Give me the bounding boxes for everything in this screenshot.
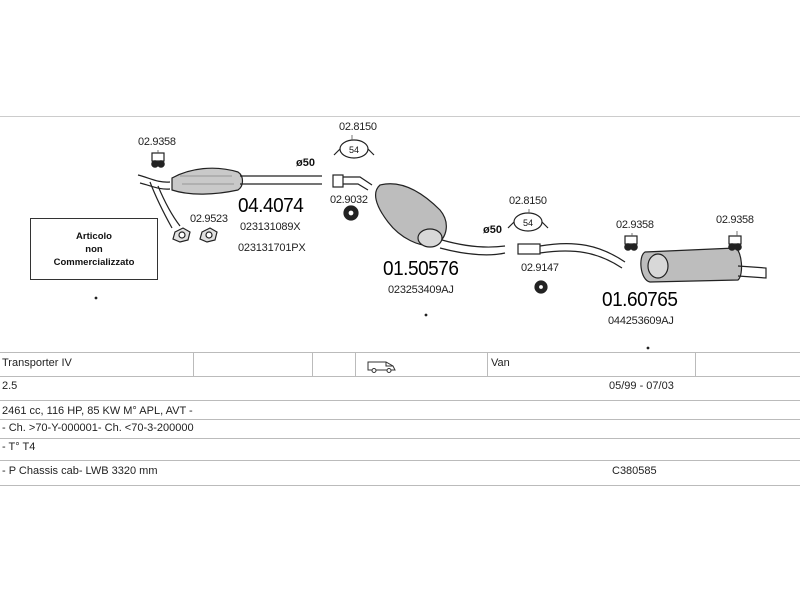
engine-spec: 2461 cc, 116 HP, 85 KW M° APL, AVT -	[2, 405, 193, 417]
table-border	[0, 460, 800, 461]
hanger-front-icon	[151, 152, 165, 168]
notice-line-2: non	[85, 243, 103, 255]
clamp-center-code[interactable]: 02.8150	[339, 121, 377, 133]
vehicle-variant: - P Chassis cab- LWB 3320 mm	[2, 465, 158, 477]
table-border	[0, 352, 800, 353]
ring-rear-icon	[534, 280, 548, 294]
catalyst-code[interactable]: 04.4074	[238, 195, 304, 217]
clamp-center-size: 54	[349, 145, 359, 155]
rear-silencer-code[interactable]: 01.60765	[602, 289, 678, 311]
catalyst-body	[171, 167, 244, 195]
gasket-front-code[interactable]: 02.9523	[190, 213, 228, 225]
middle-inlet-flange	[332, 174, 344, 188]
catalyst-oem-1: 023131089X	[240, 221, 301, 233]
rear-silencer-oem: 044253609AJ	[608, 315, 674, 327]
hanger-rear-1-code[interactable]: 02.9358	[616, 219, 654, 231]
vehicle-type: - T° T4	[2, 441, 36, 453]
hanger-rear-1-icon	[624, 235, 638, 251]
front-downpipe	[137, 174, 171, 183]
exhaust-diagram: 54 54	[94, 135, 767, 350]
ring-center-code[interactable]: 02.9032	[330, 194, 368, 206]
gasket-front-icon-2	[199, 227, 218, 243]
table-divider	[355, 352, 356, 376]
notice-line-3: Commercializzato	[53, 256, 135, 268]
vehicle-body-type: Van	[491, 357, 510, 369]
clamp-center-icon	[333, 139, 375, 159]
clamp-rear-icon	[507, 212, 549, 232]
catalyst-oem-2: 023131701PX	[238, 242, 306, 254]
reference-code: C380585	[612, 465, 657, 477]
table-divider	[193, 352, 194, 376]
rear-inlet-flange	[517, 243, 541, 255]
hanger-front-code[interactable]: 02.9358	[138, 136, 176, 148]
hanger-rear-2-code[interactable]: 02.9358	[716, 214, 754, 226]
not-sold-notice: Articolo non Commercializzato	[30, 218, 158, 280]
diameter-rear: ø50	[483, 224, 502, 236]
diameter-front: ø50	[296, 157, 315, 169]
pipe-front-right	[240, 175, 322, 185]
gasket-front-icon	[172, 227, 191, 243]
table-border	[0, 419, 800, 420]
engine-size: 2.5	[2, 380, 18, 392]
production-period: 05/99 - 07/03	[609, 380, 674, 392]
middle-silencer-oem: 023253409AJ	[388, 284, 454, 296]
table-border	[0, 376, 800, 377]
notice-line-1: Articolo	[76, 230, 112, 242]
vehicle-model: Transporter IV	[2, 357, 72, 369]
table-border	[0, 400, 800, 401]
hanger-rear-2-icon	[728, 235, 742, 251]
table-divider	[312, 352, 313, 376]
table-border	[0, 485, 800, 486]
van-icon	[366, 359, 398, 376]
diagram-frame-top	[0, 116, 800, 117]
middle-silencer-code[interactable]: 01.50576	[383, 258, 459, 280]
table-border	[0, 438, 800, 439]
clamp-rear-size: 54	[523, 218, 533, 228]
clamp-rear-code[interactable]: 02.8150	[509, 195, 547, 207]
ring-rear-code[interactable]: 02.9147	[521, 262, 559, 274]
ring-center-icon	[343, 205, 359, 221]
table-divider	[487, 352, 488, 376]
table-divider	[695, 352, 696, 376]
chassis-range: - Ch. >70-Y-000001- Ch. <70-3-200000	[2, 422, 194, 434]
